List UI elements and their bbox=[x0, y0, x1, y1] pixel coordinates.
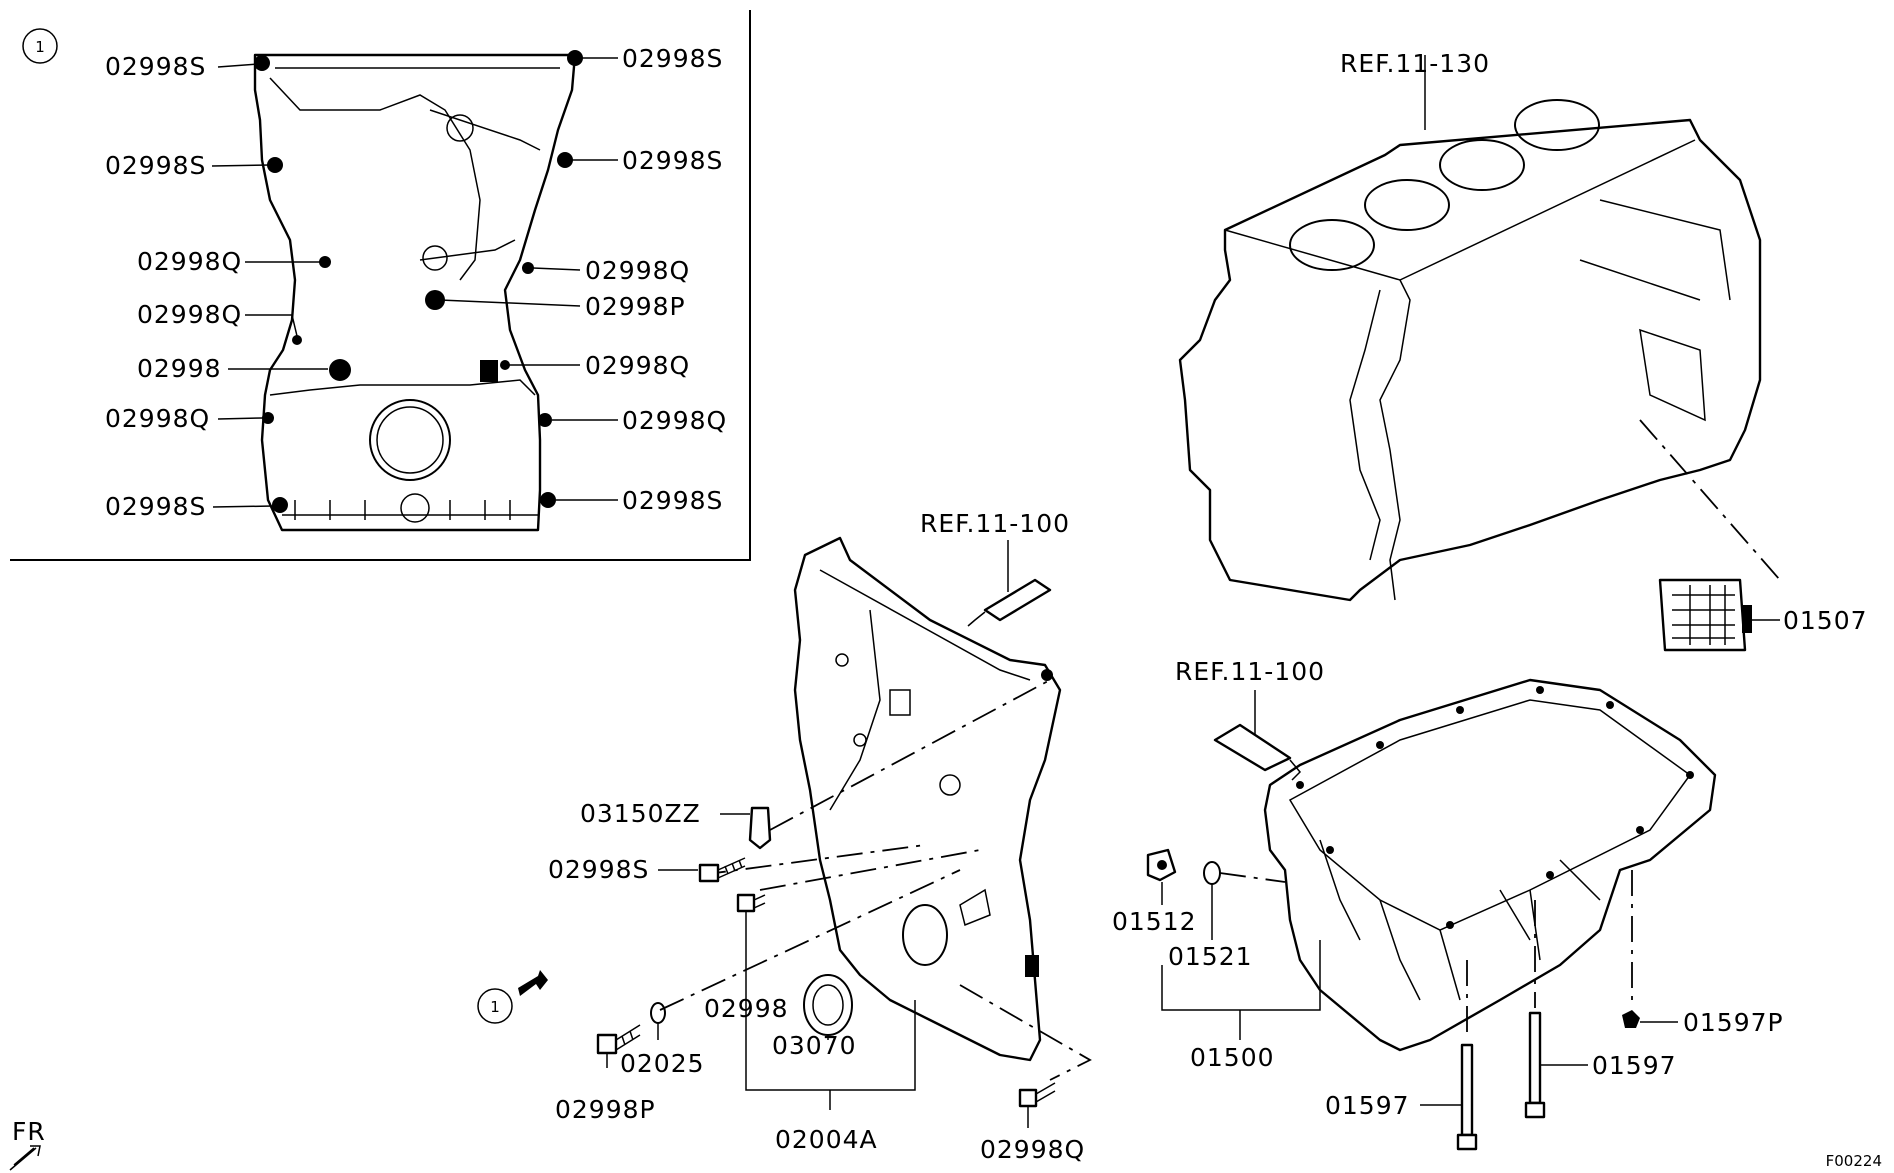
oil-pan: REF.11-100 bbox=[1112, 657, 1784, 1151]
label-pan-ref-11-100: REF.11-100 bbox=[1175, 657, 1325, 686]
bolt-02998 bbox=[736, 893, 766, 913]
front-label: FR bbox=[12, 1117, 46, 1146]
label-02998p-right: 02998P bbox=[585, 292, 686, 321]
label-01512: 01512 bbox=[1112, 907, 1197, 936]
label-01597p: 01597P bbox=[1683, 1008, 1784, 1037]
bracket-03150zz bbox=[748, 806, 772, 850]
callout-arrow-icon bbox=[518, 970, 548, 996]
gasket-01521 bbox=[1203, 861, 1221, 885]
label-02998s-top-right: 02998S bbox=[622, 44, 723, 73]
label-02004a: 02004A bbox=[775, 1125, 878, 1154]
label-02998q-right-1: 02998Q bbox=[585, 256, 690, 285]
label-02998s-top-left: 02998S bbox=[105, 52, 206, 81]
oil-screen-body bbox=[1658, 578, 1747, 652]
label-02998s-bottom-left: 02998S bbox=[105, 492, 206, 521]
bolt-01597-right bbox=[1524, 1011, 1546, 1119]
detail-timing-cover bbox=[253, 53, 577, 532]
label-02998p: 02998P bbox=[555, 1095, 656, 1124]
label-01597-right: 01597 bbox=[1592, 1051, 1677, 1080]
label-02998s-bottom-right: 02998S bbox=[622, 486, 723, 515]
label-02998q-left-1: 02998Q bbox=[137, 247, 242, 276]
drain-plug-01512 bbox=[1146, 848, 1177, 882]
label-02998q-left-2: 02998Q bbox=[137, 300, 242, 329]
oil-screen: 01507 bbox=[1639, 419, 1868, 652]
figure-id: F00224 bbox=[1826, 1152, 1882, 1170]
timing-chain-case: REF.11-100 1 03150ZZ 02998S 02998 03070 … bbox=[477, 509, 1092, 1164]
bolt-02998p bbox=[596, 1024, 641, 1055]
label-02998s-upper-left: 02998S bbox=[105, 151, 206, 180]
bolt-01597-left bbox=[1456, 1043, 1478, 1151]
bolt-01597p bbox=[1622, 1010, 1640, 1028]
label-03070: 03070 bbox=[772, 1031, 857, 1060]
detail-view: 1 bbox=[10, 10, 751, 561]
label-02998q: 02998Q bbox=[980, 1135, 1085, 1164]
label-01507: 01507 bbox=[1783, 606, 1868, 635]
detail-crank-seal-bore bbox=[369, 399, 451, 481]
detail-view-frame bbox=[10, 10, 751, 561]
callout-circle bbox=[477, 988, 513, 1024]
cylinder-bore-1 bbox=[1289, 219, 1375, 271]
front-arrow-icon bbox=[9, 1145, 41, 1171]
crank-oil-seal bbox=[803, 974, 853, 1036]
label-02998s: 02998S bbox=[548, 855, 649, 884]
detail-callout-circle bbox=[22, 28, 58, 64]
front-direction-indicator: FR bbox=[9, 1117, 46, 1171]
oil-pan-body bbox=[1263, 678, 1717, 1052]
label-02025: 02025 bbox=[620, 1049, 705, 1078]
label-03150zz: 03150ZZ bbox=[580, 799, 701, 828]
detail-bolt-markers bbox=[254, 50, 583, 513]
cylinder-bore-4 bbox=[1514, 99, 1600, 151]
cylinder-bore-2 bbox=[1364, 179, 1450, 231]
timing-cover-body bbox=[793, 536, 1062, 1062]
label-01500: 01500 bbox=[1190, 1043, 1275, 1072]
label-02998: 02998 bbox=[704, 994, 789, 1023]
cylinder-bore-3 bbox=[1439, 139, 1525, 191]
washer-02025 bbox=[650, 1002, 666, 1024]
detail-callout-number: 1 bbox=[35, 38, 45, 56]
label-timing-ref-11-100: REF.11-100 bbox=[920, 509, 1070, 538]
label-02998q-right-3: 02998Q bbox=[622, 406, 727, 435]
sealant-tube-ref-timing bbox=[967, 578, 1052, 627]
label-02998q-right-2: 02998Q bbox=[585, 351, 690, 380]
label-02998q-left-3: 02998Q bbox=[105, 404, 210, 433]
cylinder-block: REF.11-130 bbox=[1178, 49, 1762, 602]
label-ref-11-130: REF.11-130 bbox=[1340, 49, 1490, 78]
label-01521: 01521 bbox=[1168, 942, 1253, 971]
bolt-02998q bbox=[1018, 1082, 1056, 1108]
label-02998-left: 02998 bbox=[137, 354, 222, 383]
label-01597-left: 01597 bbox=[1325, 1091, 1410, 1120]
sealant-tube-ref-pan bbox=[1213, 723, 1302, 781]
cylinder-block-body bbox=[1178, 118, 1762, 602]
callout-number: 1 bbox=[490, 998, 500, 1016]
label-02998s-upper-right: 02998S bbox=[622, 146, 723, 175]
bolt-02998s bbox=[698, 857, 746, 883]
